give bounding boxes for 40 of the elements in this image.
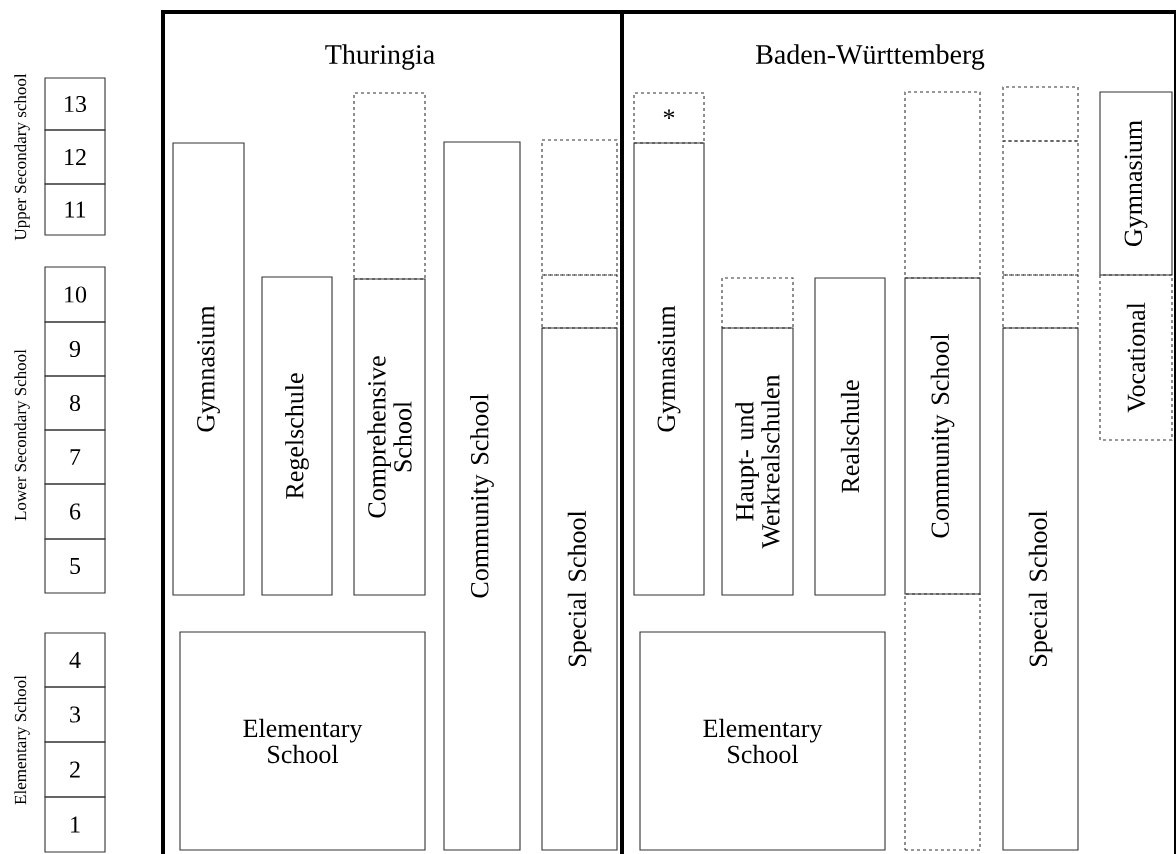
grade-box: 7 (44, 429, 106, 485)
empty-box (904, 593, 981, 851)
grade-box: 2 (44, 741, 106, 798)
empty-box (1002, 274, 1079, 329)
side-label: Upper Secondary school (14, 73, 30, 241)
empty-box (904, 91, 981, 279)
school-box: Haupt- und Werkrealschulen (721, 327, 794, 596)
empty-box (541, 274, 618, 329)
school-box: Elementary School (179, 631, 426, 851)
school-box: Elementary School (639, 631, 886, 851)
grade-box: 8 (44, 375, 106, 431)
grade-box: 6 (44, 483, 106, 540)
school-box: Special School (1002, 327, 1079, 851)
school-box: Community School (904, 277, 981, 595)
grade-box: 11 (44, 183, 106, 236)
side-label: Lower Secondary School (14, 349, 30, 521)
grade-box: 5 (44, 538, 106, 594)
school-box: Vocational (1099, 274, 1173, 441)
school-box: Gymnasium (172, 142, 245, 596)
grade-box: 4 (44, 632, 106, 688)
school-box: Comprehensive School (353, 278, 426, 596)
school-box: * (633, 92, 705, 144)
school-box: Community School (443, 141, 521, 851)
school-box: Regelschule (261, 276, 333, 596)
empty-box (353, 92, 426, 280)
grade-box: 3 (44, 686, 106, 743)
grade-box: 13 (44, 77, 106, 131)
grade-box: 12 (44, 129, 106, 185)
empty-box (1002, 86, 1079, 142)
school-box: Special School (541, 327, 618, 851)
empty-box (1002, 140, 1079, 276)
school-box: Gymnasium (633, 142, 705, 596)
grade-box: 1 (44, 796, 106, 853)
school-box: Gymnasium (1099, 91, 1173, 276)
school-box: Realschule (814, 277, 886, 596)
grade-box: 10 (44, 266, 106, 323)
side-label: Elementary School (14, 675, 30, 805)
empty-box (721, 277, 794, 329)
grade-box: 9 (44, 321, 106, 377)
empty-box (541, 139, 618, 276)
